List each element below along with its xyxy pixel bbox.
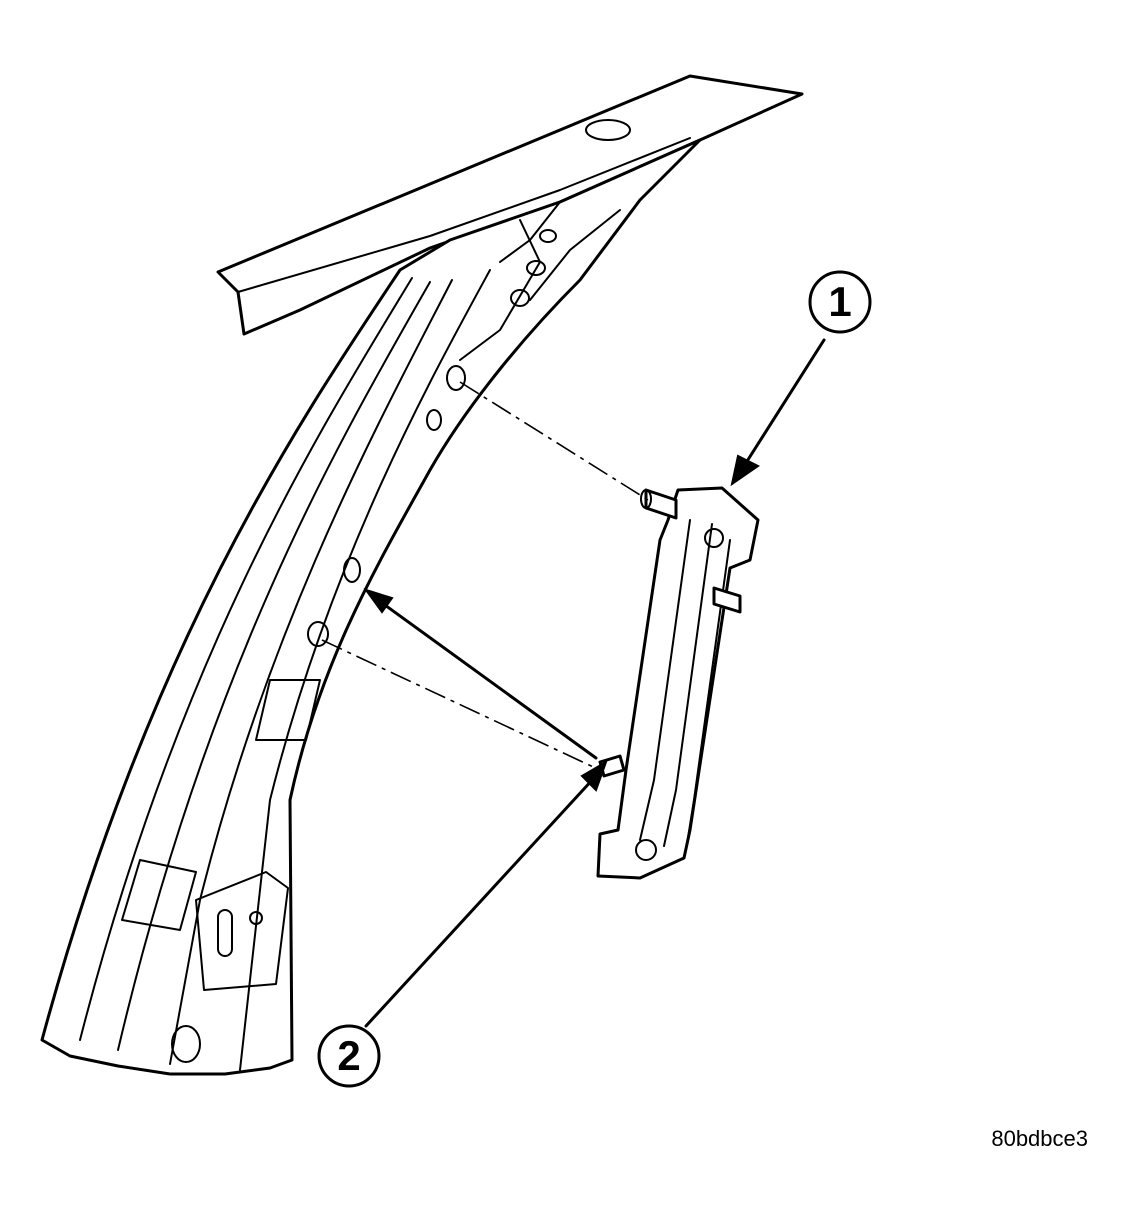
insert-arrow (363, 588, 598, 760)
alignment-line-upper (459, 381, 649, 501)
alignment-line-lower (321, 639, 605, 773)
callout-2: 2 (317, 759, 608, 1088)
callout-1-label: 1 (828, 278, 851, 325)
figure-id: 80bdbce3 (991, 1126, 1088, 1151)
pillar-body (40, 138, 702, 1076)
callout-1: 1 (730, 270, 872, 487)
callout-2-circle (317, 1024, 381, 1088)
callout-2-label: 2 (337, 1032, 360, 1079)
callout-1-circle (808, 270, 872, 334)
run-channel-bracket (596, 486, 760, 880)
